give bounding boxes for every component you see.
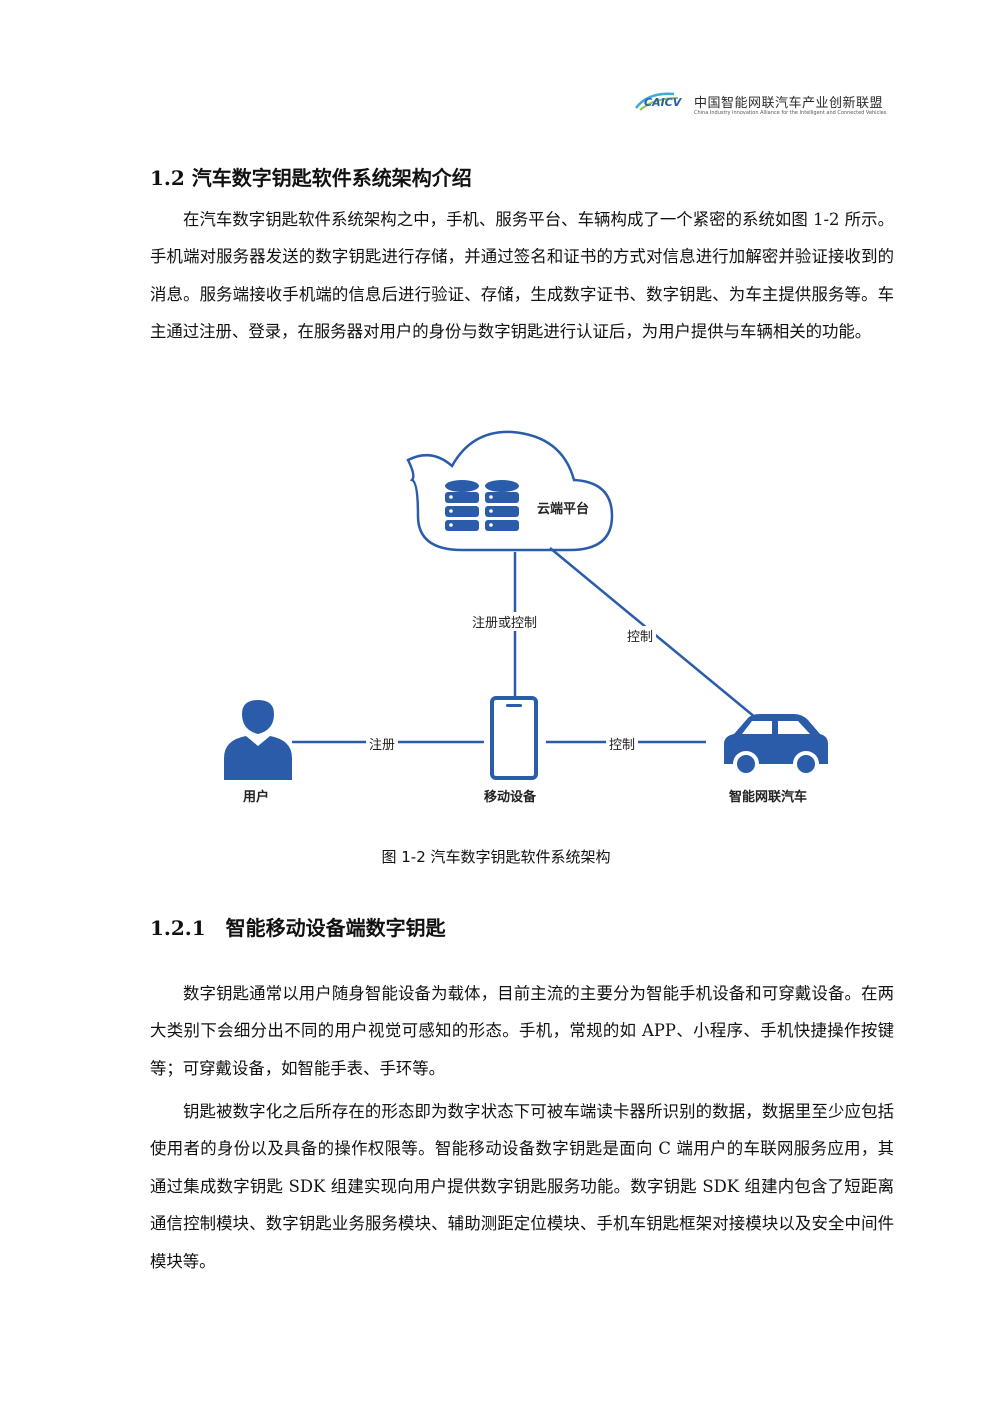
edge-label-register: 注册 [366,734,399,753]
database-icon [445,480,519,531]
connected-car-label: 智能网联汽车 [729,790,808,805]
edge-label-cloud-car-control: 控制 [624,626,657,645]
section-title-1-2-1: 1.2.1 智能移动设备端数字钥匙 [150,916,446,940]
section-1-2-1-paragraph-1: 数字钥匙通常以用户随身智能设备为载体，目前主流的主要分为智能手机设备和可穿戴设备… [150,984,894,1078]
page-header: CAICV 中国智能网联汽车产业创新联盟 China Industry Inno… [0,88,992,128]
caicv-logo-icon: CAICV [635,92,683,111]
architecture-diagram: 云端平台 注册或控制 控制 注册 控制 用户 移动设备 智能网联汽车 [200,418,840,818]
mobile-device-icon [490,696,538,780]
logo-wordmark: CAICV [644,96,683,109]
org-name-en: China Industry Innovation Alliance for t… [694,110,887,116]
section-1-2-paragraph: 在汽车数字钥匙软件系统架构之中，手机、服务平台、车辆构成了一个紧密的系统如图 1… [150,210,894,342]
edge-label-register-or-control: 注册或控制 [469,612,541,631]
user-icon [224,700,292,780]
section-1-2-1-paragraph-2: 钥匙被数字化之后所存在的形态即为数字状态下可被车端读卡器所识别的数据，数据里至少… [150,1102,894,1271]
mobile-device-label: 移动设备 [484,790,537,805]
figure-caption: 图 1-2 汽车数字钥匙软件系统架构 [381,848,611,866]
car-icon [724,714,828,777]
cloud-icon [406,430,614,552]
user-label: 用户 [243,790,270,805]
diagram-graphics [224,430,828,780]
org-name-cn: 中国智能网联汽车产业创新联盟 [694,96,884,111]
edge-label-device-car-control: 控制 [606,734,639,753]
cloud-platform-label: 云端平台 [537,502,590,517]
section-title-1-2: 1.2 汽车数字钥匙软件系统架构介绍 [150,166,472,190]
